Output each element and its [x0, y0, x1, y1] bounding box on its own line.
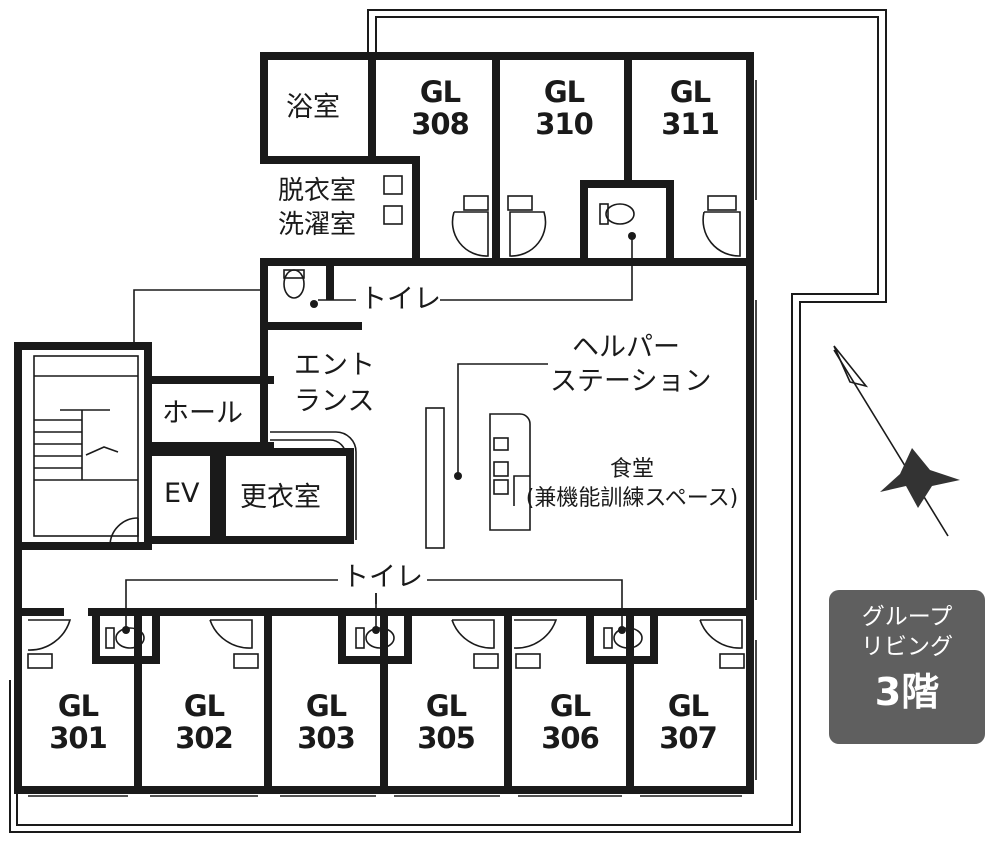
thin-lines	[27, 80, 757, 797]
north-compass-icon	[833, 345, 960, 537]
toilet-label-lower: トイレ	[338, 562, 427, 594]
toilet-label-upper: トイレ	[360, 284, 441, 315]
dining-label: 食堂 (兼機能訓練スペース)	[525, 457, 739, 511]
floor-badge: グループ リビング 3階	[829, 590, 985, 744]
walls	[14, 52, 754, 794]
helper-station-label-2: ステーション	[550, 366, 712, 397]
marker-dots	[122, 232, 636, 634]
entrance-label-1: エント	[294, 350, 375, 381]
helper-station-label-1: ヘルパー	[572, 332, 680, 363]
badge-floor: 3階	[874, 670, 940, 714]
locker-room-label: 更衣室	[240, 482, 321, 513]
balcony-outline	[9, 9, 887, 833]
dressing-label: 脱衣室	[278, 176, 357, 206]
ev-label: EV	[164, 478, 200, 509]
entrance-label-2: ランス	[294, 386, 375, 417]
bath-label: 浴室	[286, 92, 340, 123]
laundry-label: 洗濯室	[278, 210, 357, 240]
badge-line-2: リビング	[861, 634, 953, 660]
badge-line-1: グループ	[861, 604, 953, 630]
hall-label: ホール	[162, 398, 243, 429]
